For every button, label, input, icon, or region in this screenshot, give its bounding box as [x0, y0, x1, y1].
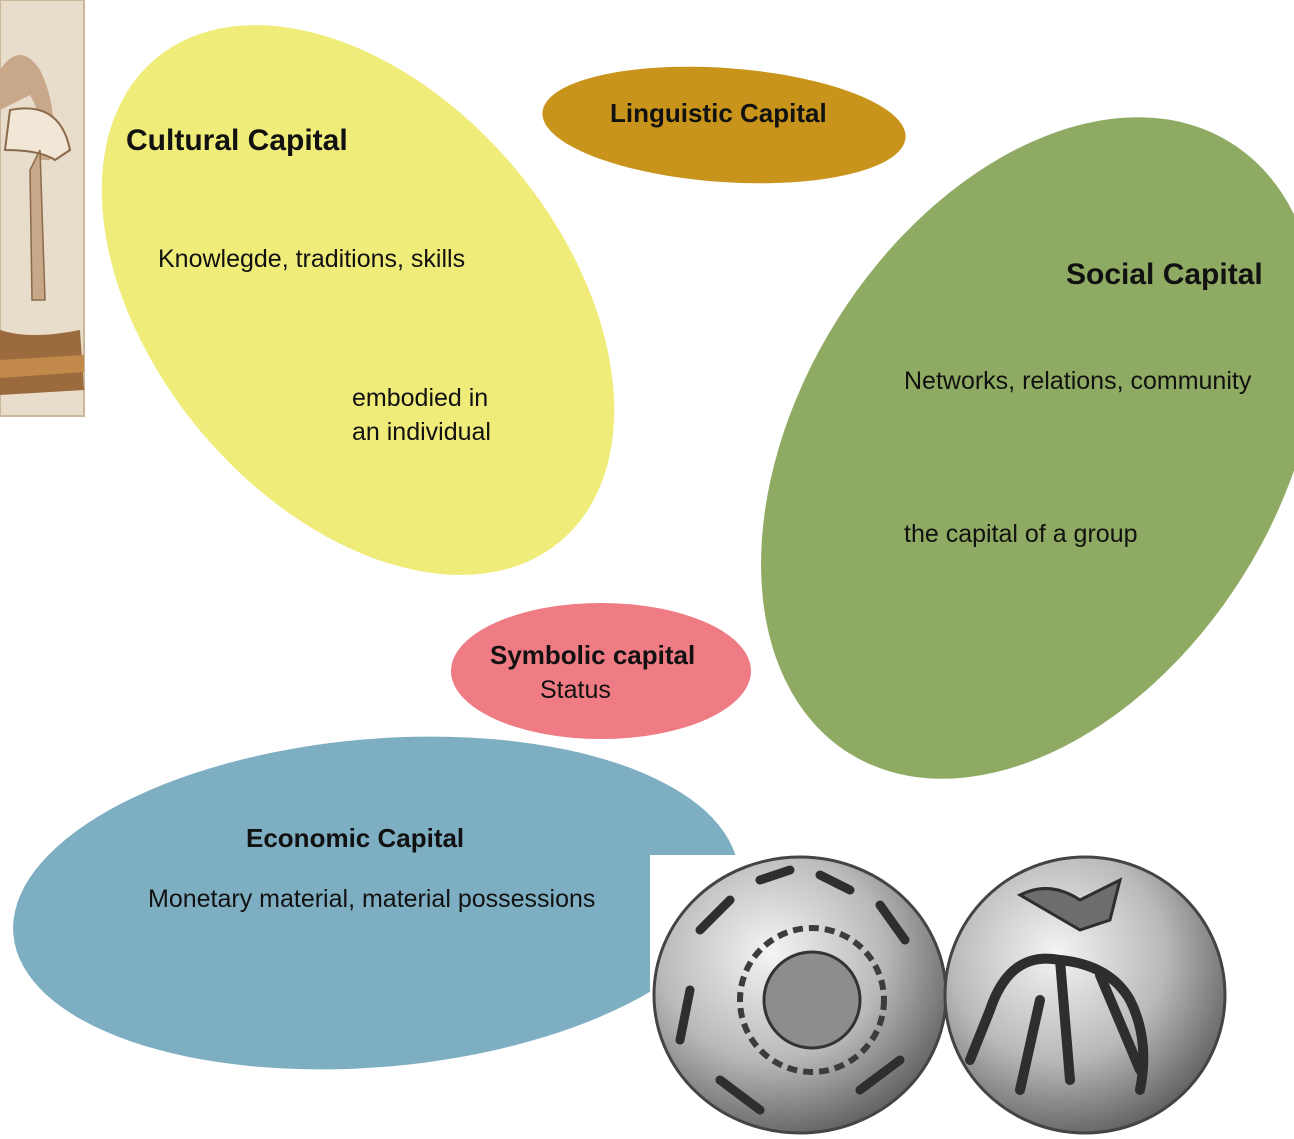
social-capital-ellipse [761, 117, 1294, 779]
social-capital-title: Social Capital [1066, 258, 1263, 291]
cultural-capital-line2b: an individual [352, 418, 491, 446]
silver-coins-image [650, 855, 1294, 1139]
symbolic-capital-status: Status [540, 676, 611, 704]
social-capital-line2: the capital of a group [904, 520, 1138, 548]
cultural-capital-ellipse [101, 25, 615, 575]
symbolic-capital-ellipse [451, 603, 751, 739]
linguistic-capital-ellipse [542, 66, 906, 184]
linguistic-capital-title: Linguistic Capital [610, 98, 827, 128]
cultural-capital-title: Cultural Capital [126, 124, 348, 157]
social-capital-line1: Networks, relations, community [904, 367, 1252, 395]
cultural-capital-line1: Knowlegde, traditions, skills [158, 245, 466, 273]
economic-capital-title: Economic Capital [246, 823, 465, 853]
medieval-figure-image [0, 0, 85, 417]
economic-capital-ellipse [13, 736, 739, 1070]
symbolic-capital-title: Symbolic capital [490, 640, 696, 670]
cultural-capital-line2a: embodied in [352, 384, 489, 412]
economic-capital-line1: Monetary material, material possessions [148, 885, 596, 913]
